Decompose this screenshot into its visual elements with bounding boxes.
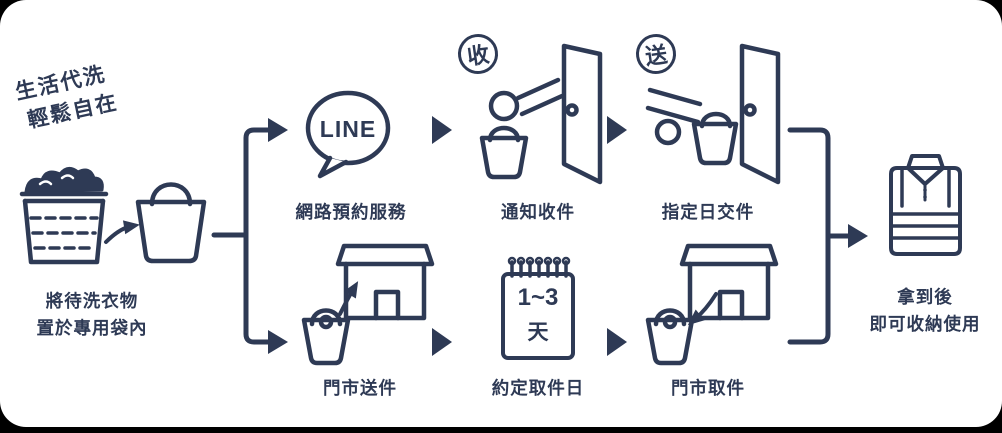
store-pickup-label: 門市取件	[671, 378, 745, 398]
store-dropoff-icon	[301, 243, 435, 366]
calendar-unit-text: 天	[527, 321, 549, 344]
flow-arrow-icon	[432, 116, 452, 144]
prepare-step-label: 將待洗衣物 置於專用袋內	[8, 288, 176, 342]
line-app-icon: LINE	[300, 88, 396, 180]
tote-bag-icon	[135, 182, 207, 264]
final-step-label-line2: 即可收納使用	[869, 314, 981, 335]
door-delivery-icon	[645, 43, 781, 185]
calendar-range-text: 1~3	[517, 284, 559, 311]
folded-shirt-icon	[889, 154, 962, 256]
online-reserve-label: 網路預約服務	[295, 202, 407, 222]
flow-arrow-icon	[432, 328, 452, 356]
speech-bubble-icon	[305, 90, 391, 179]
pickup-date-label: 約定取件日	[491, 378, 585, 398]
flow-arrow-icon	[607, 116, 627, 144]
put-in-bag-arrow-icon	[104, 220, 140, 244]
store-pickup-icon	[645, 243, 779, 366]
prepare-step-label-line2: 置於專用袋內	[36, 318, 148, 339]
store-dropoff-label: 門市送件	[323, 378, 397, 398]
calendar-frame-icon	[501, 256, 575, 360]
calendar-icon: 1~3 天	[498, 254, 578, 362]
line-app-text: LINE	[319, 116, 377, 142]
branch-connector	[211, 118, 288, 354]
pickup-notify-label: 通知收件	[501, 202, 575, 222]
scheduled-delivery-label: 指定日交件	[661, 202, 755, 222]
final-step-label: 拿到後 即可收納使用	[848, 284, 1002, 338]
prepare-step-label-line1: 將待洗衣物	[45, 291, 139, 311]
laundry-basket-icon	[19, 167, 109, 265]
flow-arrow-icon	[607, 328, 627, 356]
final-step-label-line1: 拿到後	[897, 287, 953, 307]
door-pickup-icon	[479, 43, 603, 185]
merge-connector	[787, 127, 868, 345]
